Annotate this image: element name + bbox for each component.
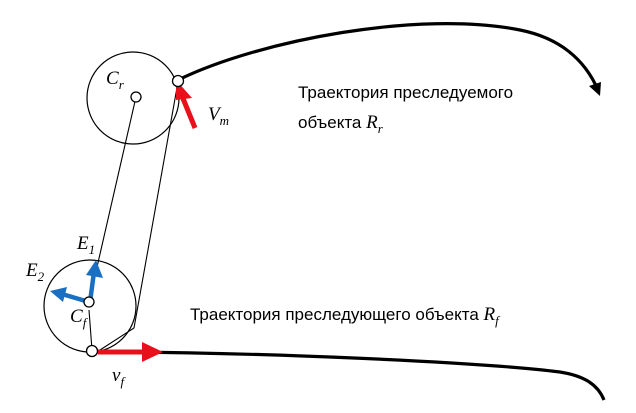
pursuer-caption: Траектория преследующего объекта Rf <box>190 304 501 328</box>
connector-bottom-line <box>99 327 135 351</box>
pursued-caption-line1: Траектория преследуемого <box>298 83 513 102</box>
vf-label: vf <box>112 365 126 389</box>
vf-point <box>85 344 99 358</box>
e1-arrow <box>86 260 103 303</box>
pursuer-trajectory <box>95 350 606 401</box>
pursued-caption-line2: объекта Rr <box>298 112 384 136</box>
e2-label: E2 <box>25 260 45 284</box>
e2-arrow <box>50 287 90 305</box>
vm-point <box>171 74 185 88</box>
vf-arrow <box>98 342 163 362</box>
e1-label: E1 <box>76 233 95 257</box>
cf-label: Cf <box>70 306 89 330</box>
pursued-trajectory-arrowhead <box>589 82 601 96</box>
connector-cf-line <box>88 309 93 351</box>
connector-outer-line <box>133 81 179 329</box>
cf-point <box>83 296 95 308</box>
cr-point <box>130 91 142 103</box>
cr-label: Cr <box>106 68 125 92</box>
vm-label: Vm <box>208 104 229 128</box>
pursued-trajectory <box>177 22 600 91</box>
